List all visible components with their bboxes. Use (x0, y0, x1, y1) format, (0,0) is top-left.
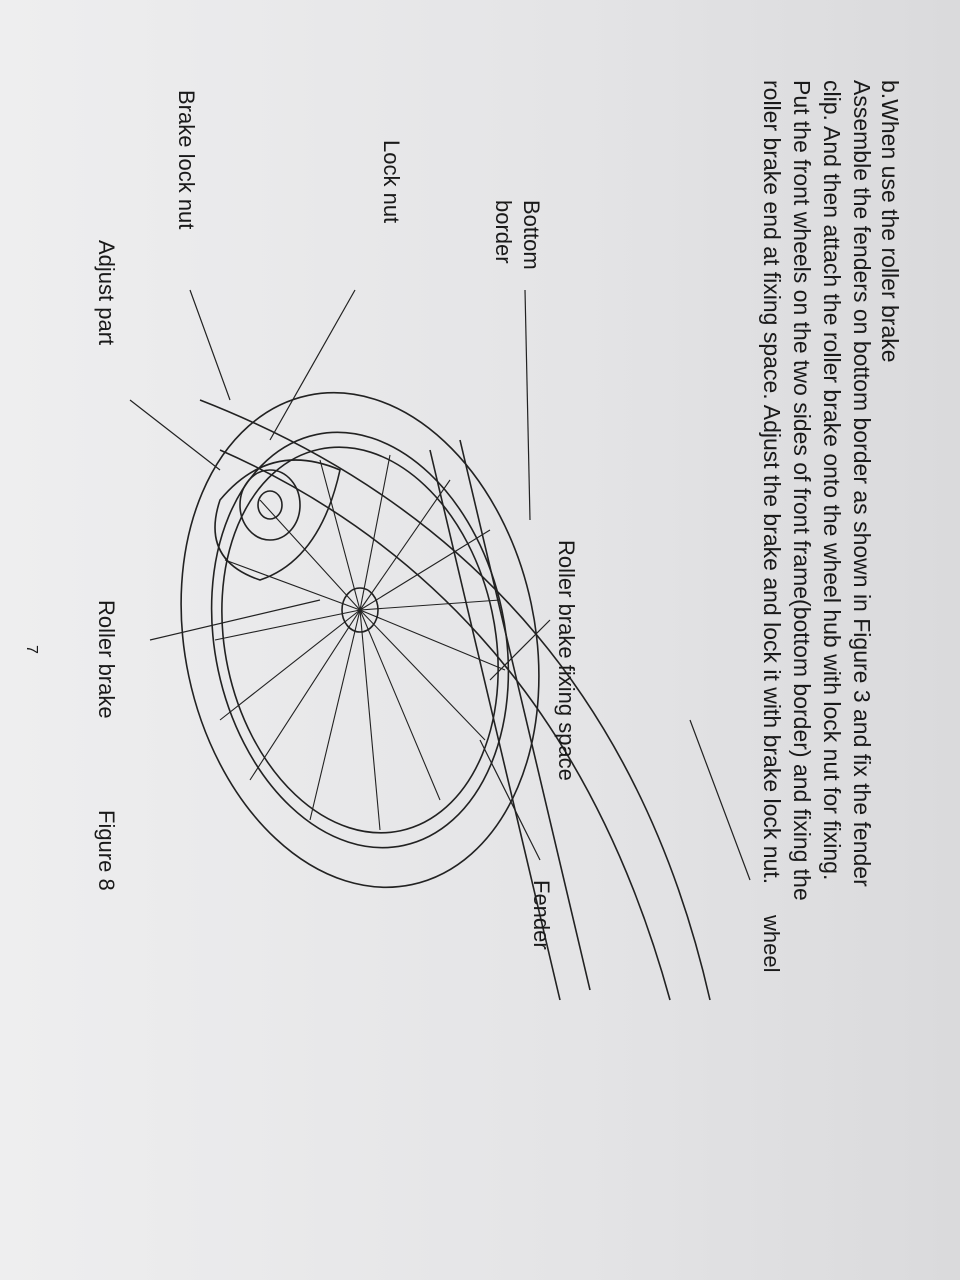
label-roller-brake: Roller brake (94, 600, 119, 719)
label-adjust-part: Adjust part (94, 240, 119, 346)
wheel-spokes (214, 454, 506, 831)
fender-outline (199, 399, 711, 1001)
label-fender: Fender (529, 880, 554, 950)
label-bottom-border: border (491, 200, 516, 264)
wheel-rim (221, 446, 499, 834)
figure-caption: Figure 8 (94, 810, 119, 891)
label-roller-brake-fixing-space: Roller brake fixing space (554, 540, 579, 781)
wheel-hub (341, 587, 379, 633)
frame-tube (459, 439, 591, 991)
label-bottom-border: Bottom (519, 200, 544, 270)
label-wheel: wheel (759, 915, 784, 973)
leader-lines (129, 289, 751, 881)
roller-brake-body (214, 459, 341, 581)
label-brake-lock-nut: Brake lock nut (174, 90, 199, 230)
label-lock-nut: Lock nut (379, 140, 404, 224)
wheel-tire (180, 391, 540, 889)
fender-outline (219, 449, 671, 1001)
frame-tube (429, 449, 561, 1001)
wheel-rim (210, 431, 510, 849)
roller-brake-drum (239, 469, 301, 541)
page-number: 7 (23, 645, 40, 654)
roller-brake-drum (257, 490, 283, 520)
